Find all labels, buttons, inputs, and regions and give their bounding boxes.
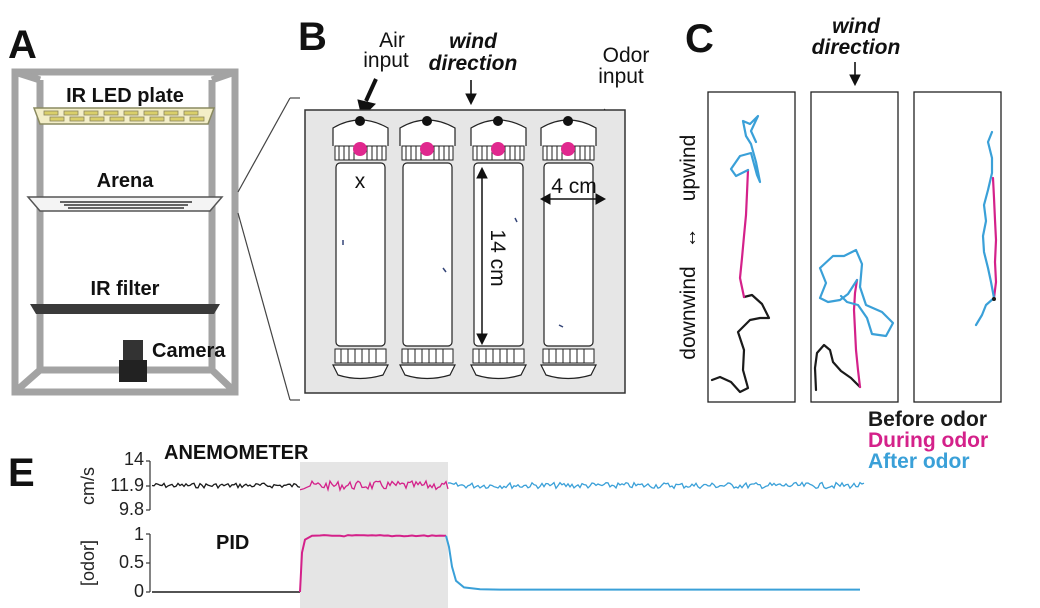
pid-ytick-1: 1 xyxy=(134,524,144,544)
rig-frame xyxy=(11,68,239,396)
panel-letter-b: B xyxy=(298,15,327,59)
zoom-line-bottom xyxy=(237,212,291,401)
pid-ytick-0.5: 0.5 xyxy=(119,552,144,572)
anemometer-axis xyxy=(146,460,151,511)
wind-arrow-c xyxy=(849,62,861,87)
pid-ytick-0: 0 xyxy=(134,581,144,601)
anemometer-title: ANEMOMETER xyxy=(164,442,309,464)
legend-after: After odor xyxy=(868,450,970,473)
arena-chambers xyxy=(332,116,597,380)
length-dimension xyxy=(476,166,488,346)
wind-direction-label-c-1: wind xyxy=(832,15,881,38)
anemometer-trace-after xyxy=(447,481,865,490)
anemometer-trace-before xyxy=(151,482,301,490)
chamber-1 xyxy=(332,116,389,380)
ir-led-plate xyxy=(32,107,216,125)
width-dimension xyxy=(539,193,607,205)
panel-letter-a: A xyxy=(8,23,37,67)
wind-direction-label-b-2: direction xyxy=(429,52,518,75)
anemometer-ytick-14: 14 xyxy=(124,449,144,469)
arena-plate xyxy=(26,196,224,212)
downwind-label: downwind xyxy=(677,266,700,359)
legend-before: Before odor xyxy=(868,408,987,431)
trajectory-2-after xyxy=(818,248,895,338)
pid-trace-after xyxy=(445,535,860,591)
pid-title: PID xyxy=(216,532,249,554)
anemometer-ylabel: cm/s xyxy=(78,467,98,505)
trajectory-1-before xyxy=(710,293,771,394)
ir-filter xyxy=(30,304,220,314)
trajectory-3-before xyxy=(992,297,996,301)
length-label: 14 cm xyxy=(486,229,509,286)
width-label: 4 cm xyxy=(551,175,597,198)
anemometer-chart: ANEMOMETER cm/s 14 11.9 9.8 xyxy=(78,442,865,519)
anemometer-ytick-9.8: 9.8 xyxy=(119,499,144,519)
panel-letter-c: C xyxy=(685,17,714,61)
trajectory-3-after xyxy=(974,130,996,327)
trajectory-2-during xyxy=(852,278,862,389)
pid-trace-during xyxy=(299,534,447,593)
legend-during: During odor xyxy=(868,429,988,452)
pid-chart: PID [odor] 1 0.5 0 xyxy=(78,524,860,601)
trajectory-3-during xyxy=(991,176,998,300)
air-input-label-1: Air xyxy=(379,29,405,52)
camera-label: Camera xyxy=(152,340,226,362)
trajectory-boxes xyxy=(707,91,1002,403)
panel-letter-e: E xyxy=(8,451,35,495)
chamber-4 xyxy=(540,116,597,380)
chamber-2 xyxy=(399,116,456,380)
zoom-line-top xyxy=(237,97,291,193)
air-input-arrow xyxy=(364,78,378,102)
trajectory-1-during xyxy=(738,168,750,299)
pid-axis xyxy=(146,533,151,593)
trajectories xyxy=(710,114,998,394)
wind-arrowhead-b xyxy=(465,93,477,106)
wind-direction-label-c-2: direction xyxy=(812,36,901,59)
arena-label: Arena xyxy=(97,170,155,192)
camera xyxy=(119,340,147,382)
pid-ylabel: [odor] xyxy=(78,540,98,586)
odor-input-label-2: input xyxy=(598,65,644,88)
start-mark: x xyxy=(355,170,366,193)
anemometer-ytick-11.9: 11.9 xyxy=(110,475,144,495)
upwind-label: upwind xyxy=(677,135,700,202)
ir-led-plate-label: IR LED plate xyxy=(66,85,184,107)
anemometer-trace-during xyxy=(299,479,449,493)
wind-direction-label-b-1: wind xyxy=(449,30,498,53)
trajectory-1-after xyxy=(729,114,762,184)
odor-input-label-1: Odor xyxy=(603,44,650,67)
trajectory-2-before xyxy=(813,343,862,392)
chamber-3 xyxy=(470,116,527,380)
direction-arrow-label: ↔ xyxy=(678,228,701,249)
ir-filter-label: IR filter xyxy=(91,278,160,300)
air-input-label-2: input xyxy=(363,49,409,72)
